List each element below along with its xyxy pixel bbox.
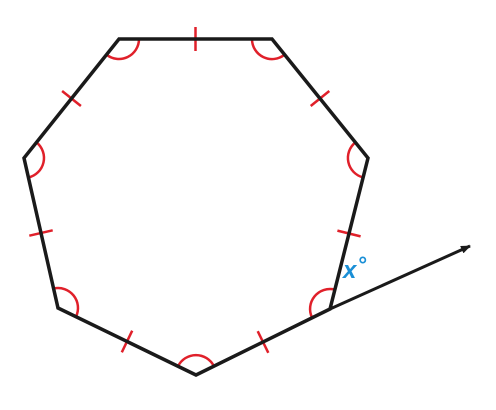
angle-arc-3 [346,141,364,179]
angle-arc-1 [105,38,141,61]
angle-arc-2 [250,38,286,61]
angle-arcs [28,38,364,367]
degree-symbol: ° [358,252,367,277]
angle-arc-5 [176,353,216,367]
angle-variable: x [341,257,358,284]
angle-arc-4 [308,287,336,319]
angle-arc-7 [28,141,46,179]
exterior-angle-label: x° [341,252,367,284]
angle-arc-6 [53,286,80,318]
heptagon-outline [22,37,370,377]
extended-side-arrow [329,244,471,311]
